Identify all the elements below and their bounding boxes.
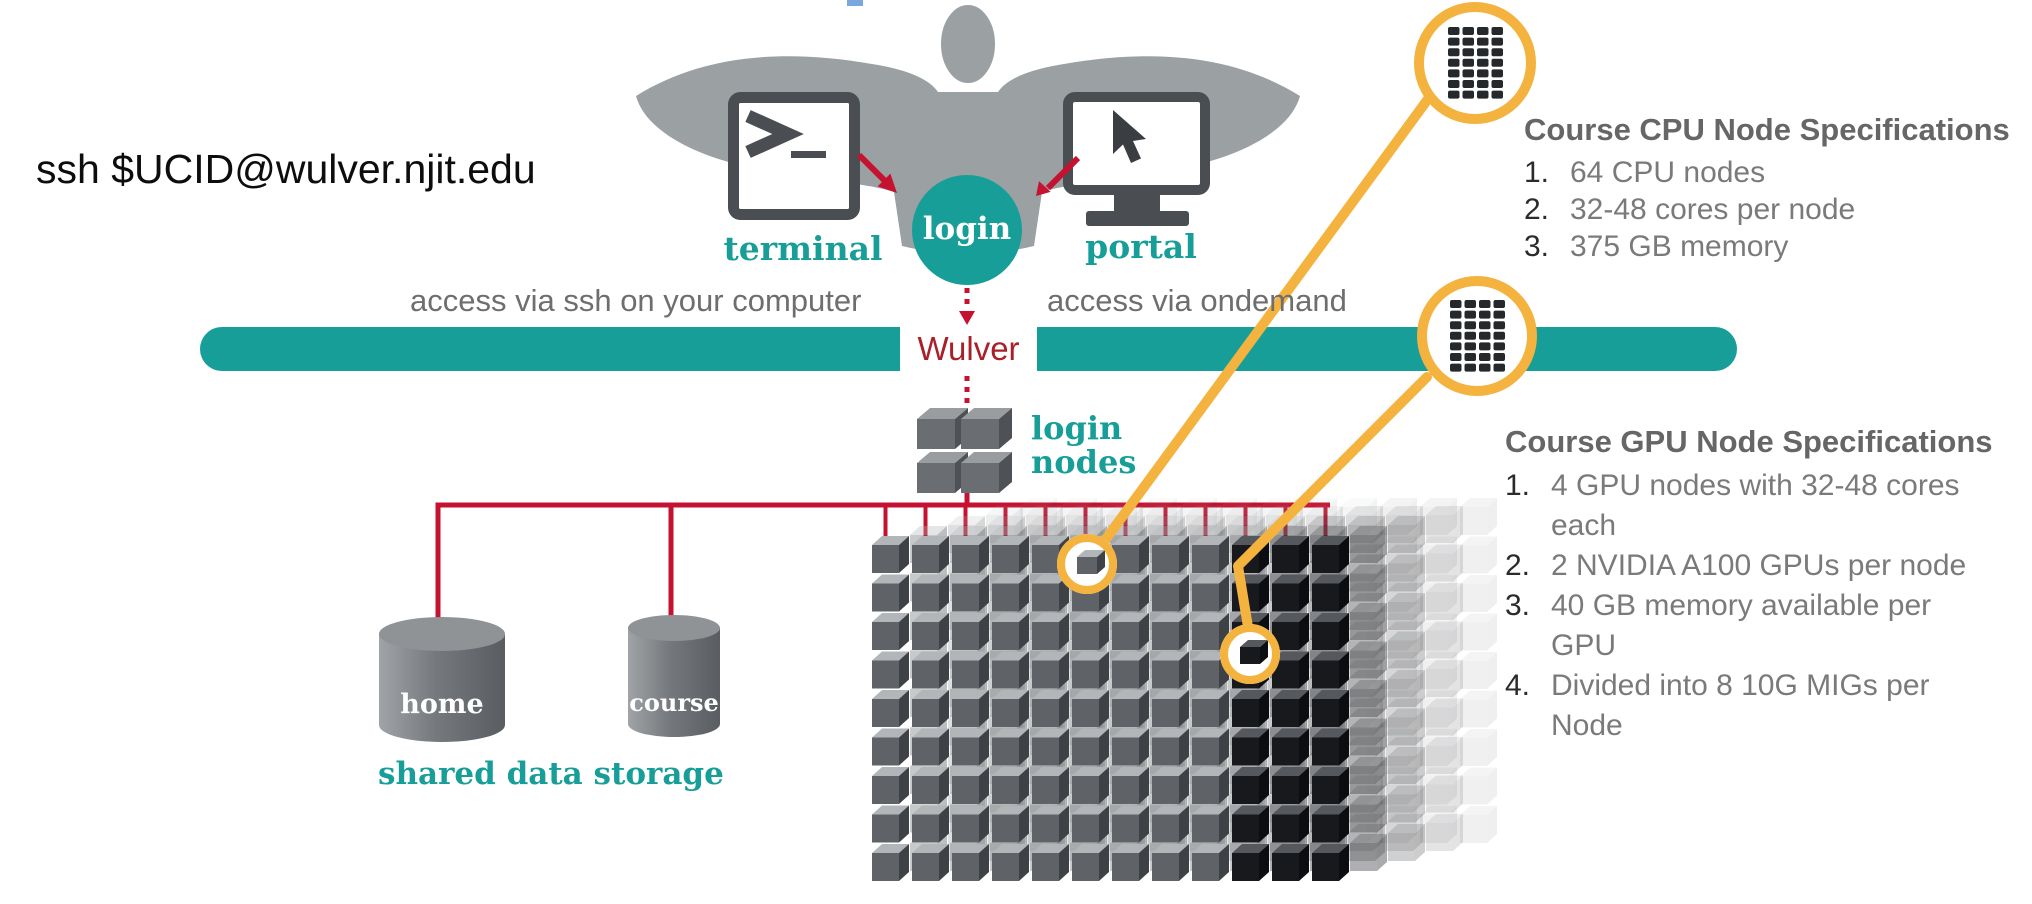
gpu-rack-magnifier [1417,276,1537,396]
gpu-spec-item: 3. 40 GB memory available per GPU [1505,589,1932,662]
login-nodes-label: login nodes [1031,411,1136,479]
ondemand-access-caption: access via ondemand [1047,283,1347,318]
compute-node-grid [872,498,1497,881]
ssh-command-text: ssh $UCID@wulver.njit.edu [36,146,536,192]
magnifier-leader-lines [1098,94,1433,632]
arrow-terminal-to-login-icon [856,152,897,193]
home-storage-label: home [400,689,484,720]
course-storage-label: course [629,688,719,717]
cpu-spec-item: 3. 375 GB memory [1524,230,1789,263]
login-nodes-label-line2: nodes [1031,443,1137,481]
cpu-leader-line [1098,94,1433,548]
cpu-rack-magnifier [1414,2,1536,124]
blue-artifact [847,0,863,6]
gpu-specs-panel: Course GPU Node Specifications 1. 4 GPU … [1505,424,1993,746]
wulver-bar-gap [900,322,1037,375]
cpu-specs-panel: Course CPU Node Specifications 1. 64 CPU… [1524,112,2010,265]
login-badge-label: login [922,211,1012,247]
gpu-spec-item: 4. Divided into 8 10G MIGs per Node [1505,669,1930,742]
cluster-name-label: Wulver [917,330,1020,367]
server-rack-icon [1448,27,1503,99]
cpu-spec-item: 2. 32-48 cores per node [1524,193,1856,226]
gpu-leader-line [1233,372,1432,632]
home-cylinder [379,617,505,742]
gpu-node-highlight-circle [1220,624,1280,684]
cpu-specs-title: Course CPU Node Specifications [1524,112,2010,147]
terminal-icon [728,92,860,220]
course-cylinder [628,615,720,737]
portal-icon [1063,92,1210,226]
arrow-portal-to-login-icon [1036,155,1081,196]
gpu-spec-item: 2. 2 NVIDIA A100 GPUs per node [1505,549,1967,582]
cpu-spec-item: 1. 64 CPU nodes [1524,156,1766,189]
server-rack-icon [1450,300,1505,372]
gpu-spec-item: 1. 4 GPU nodes with 32-48 cores each [1505,469,1960,542]
shared-storage-caption: shared data storage [378,756,724,792]
login-nodes-icon [917,408,1012,493]
cursor-icon [1113,110,1146,163]
gpu-specs-title: Course GPU Node Specifications [1505,424,1993,459]
cpu-node-highlight-circle [1057,534,1117,594]
portal-label: portal [1085,227,1197,266]
login-circle [912,175,1022,285]
terminal-label: terminal [723,229,883,268]
ssh-access-caption: access via ssh on your computer [410,283,862,318]
login-nodes-label-line1: login [1031,409,1123,447]
